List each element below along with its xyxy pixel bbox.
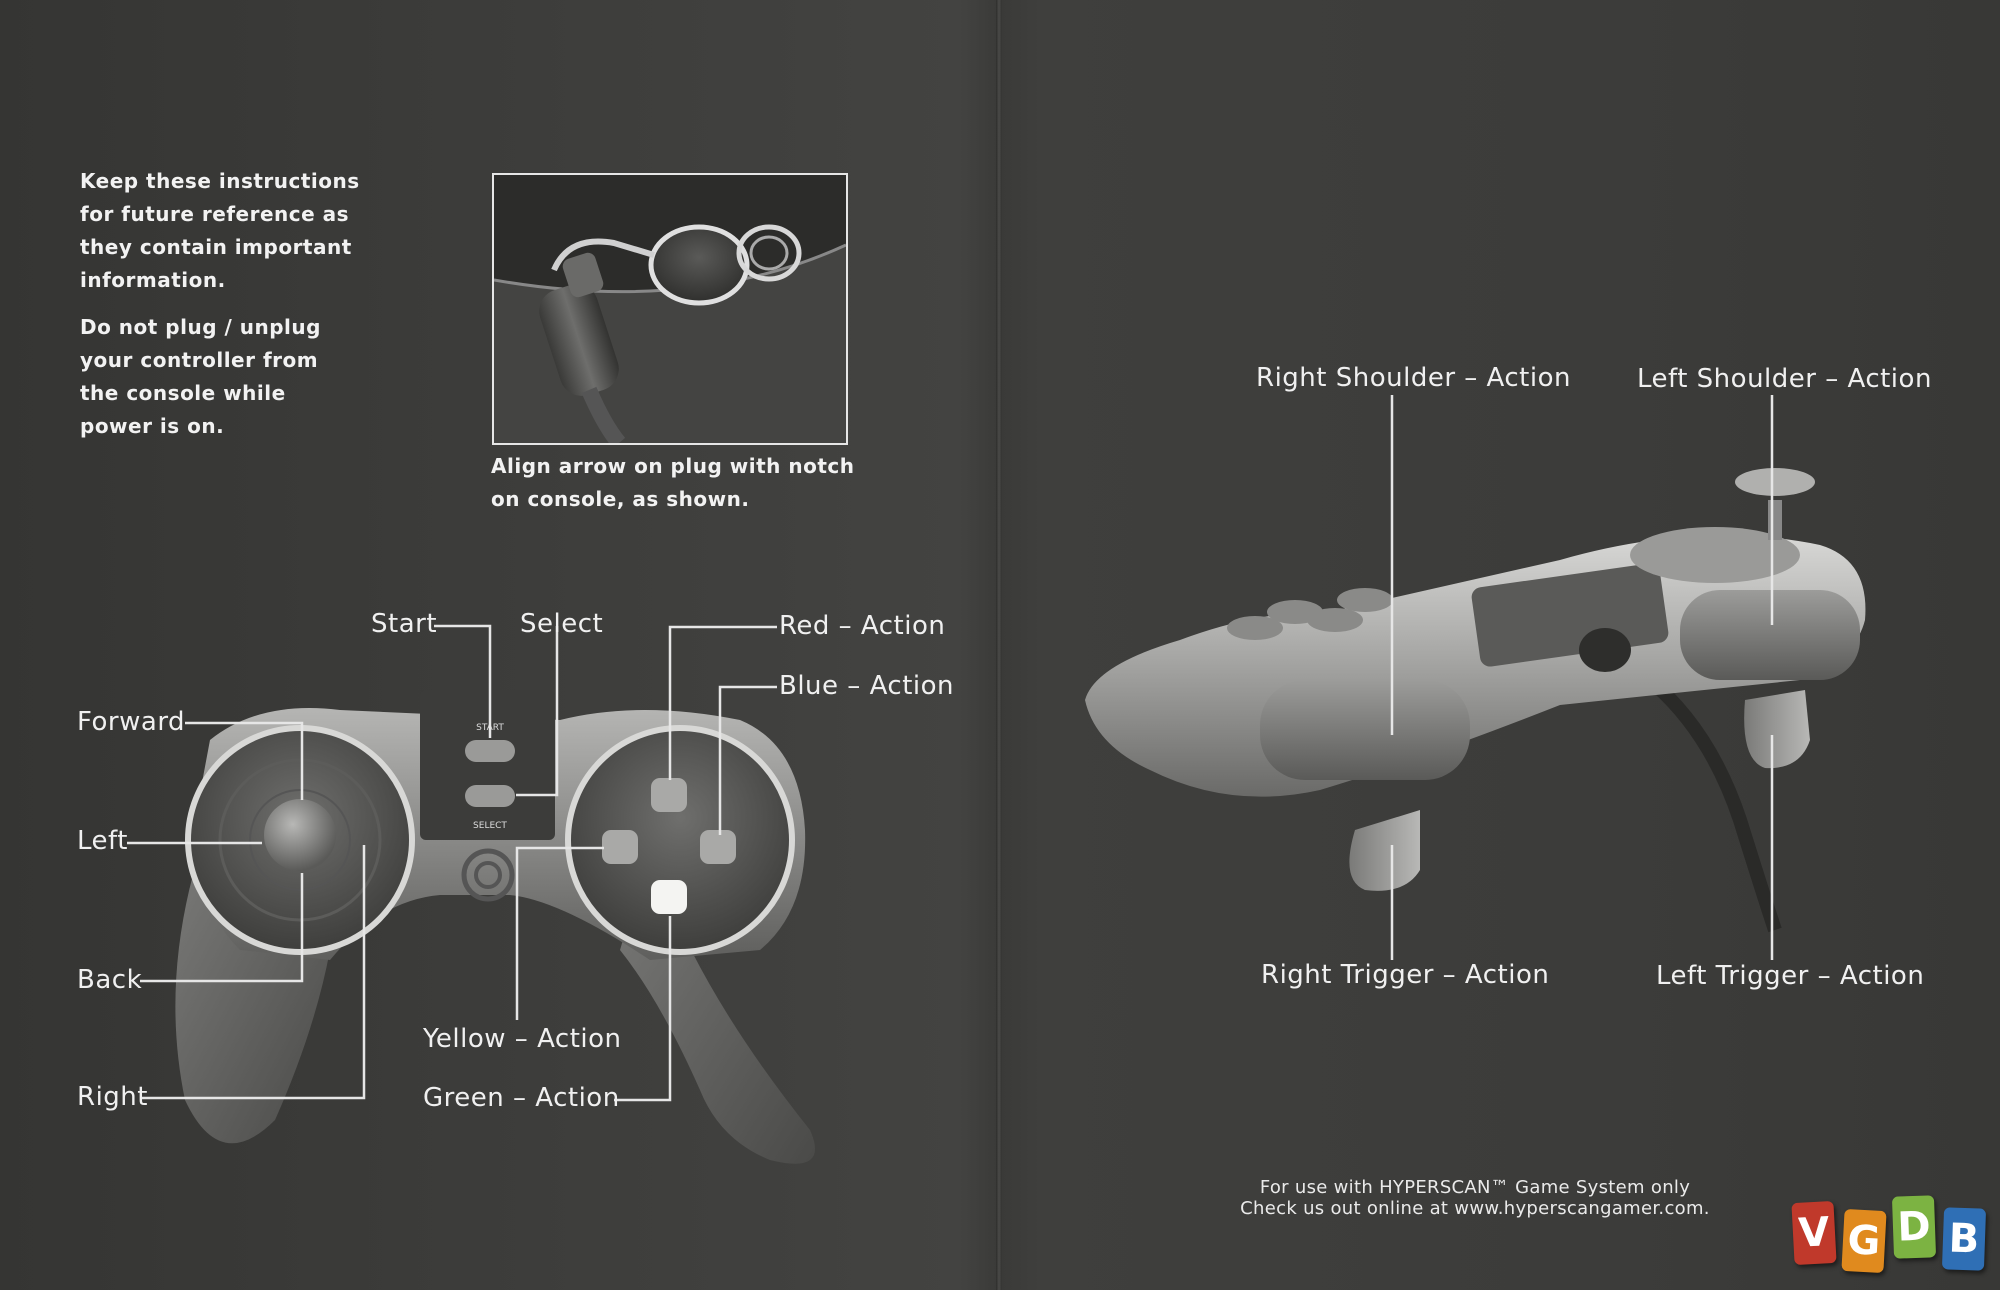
plug-photo xyxy=(492,173,848,445)
label-forward: Forward xyxy=(77,707,186,737)
label-yellow-action: Yellow – Action xyxy=(423,1024,622,1054)
watermark-letter-d: D xyxy=(1891,1195,1937,1259)
label-left: Left xyxy=(77,826,128,856)
plug-connector-illustration xyxy=(494,175,846,443)
red-button xyxy=(651,778,687,812)
left-trigger xyxy=(1744,690,1810,769)
label-red-action: Red – Action xyxy=(779,611,946,641)
page-fold xyxy=(996,0,1002,1290)
analog-stick xyxy=(264,799,336,871)
label-left-shoulder: Left Shoulder – Action xyxy=(1637,364,1932,394)
green-button xyxy=(651,880,687,914)
label-left-trigger: Left Trigger – Action xyxy=(1656,961,1925,991)
plug-caption: Align arrow on plug with notch on consol… xyxy=(491,454,855,511)
side-analog-stick xyxy=(1735,468,1815,496)
label-select: Select xyxy=(520,609,604,639)
watermark-letter-v: V xyxy=(1791,1200,1837,1266)
right-shoulder-button xyxy=(1260,680,1470,780)
leader-lines-front xyxy=(127,624,777,1102)
cable-port xyxy=(1579,628,1631,672)
select-button xyxy=(465,785,515,807)
start-button xyxy=(465,740,515,762)
label-right-trigger: Right Trigger – Action xyxy=(1261,960,1550,990)
right-button-ring xyxy=(565,725,795,955)
leader-lines-side xyxy=(1390,395,1774,960)
warning-paragraph-2: Do not plug / unplug your controller fro… xyxy=(80,315,321,438)
select-print: SELECT xyxy=(473,821,507,831)
left-shoulder-button xyxy=(1680,590,1860,680)
right-trigger xyxy=(1349,810,1420,891)
footer-note: For use with HYPERSCAN™ Game System only… xyxy=(1240,1177,1710,1219)
logo-emblem xyxy=(461,848,515,902)
label-blue-action: Blue – Action xyxy=(779,671,954,701)
watermark-letter-g: G xyxy=(1841,1208,1887,1274)
label-green-action: Green – Action xyxy=(423,1083,620,1113)
yellow-button xyxy=(602,830,638,864)
label-start: Start xyxy=(371,609,438,639)
label-right: Right xyxy=(77,1082,148,1112)
label-right-shoulder: Right Shoulder – Action xyxy=(1256,363,1571,393)
warning-paragraph-1: Keep these instructions for future refer… xyxy=(80,169,360,292)
blue-button xyxy=(700,830,736,864)
center-panel xyxy=(420,690,555,840)
front-controller-illustration: START SELECT xyxy=(127,624,815,1164)
label-back: Back xyxy=(77,965,143,995)
watermark-letter-b: B xyxy=(1941,1207,1987,1271)
